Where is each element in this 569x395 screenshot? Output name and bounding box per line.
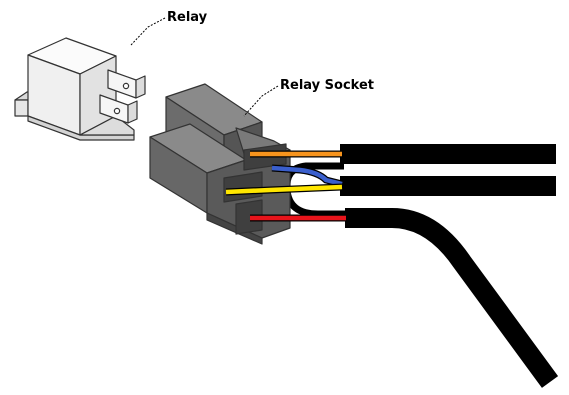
leader-lines xyxy=(130,17,279,117)
relay-label: Relay xyxy=(167,10,208,25)
relay-mount-tab-face xyxy=(14,99,29,117)
cable-bottom xyxy=(345,208,559,388)
relay-terminal-2 xyxy=(99,94,138,124)
relay-leader-line xyxy=(130,17,166,46)
socket-leader-line xyxy=(243,85,279,117)
socket-cavity-2 xyxy=(223,171,263,203)
wires xyxy=(225,150,346,222)
socket-cavity-3 xyxy=(235,199,263,235)
relay-icon xyxy=(14,37,146,141)
relay-socket-label: Relay Socket xyxy=(280,78,374,93)
relay-terminal-1 xyxy=(107,69,146,99)
